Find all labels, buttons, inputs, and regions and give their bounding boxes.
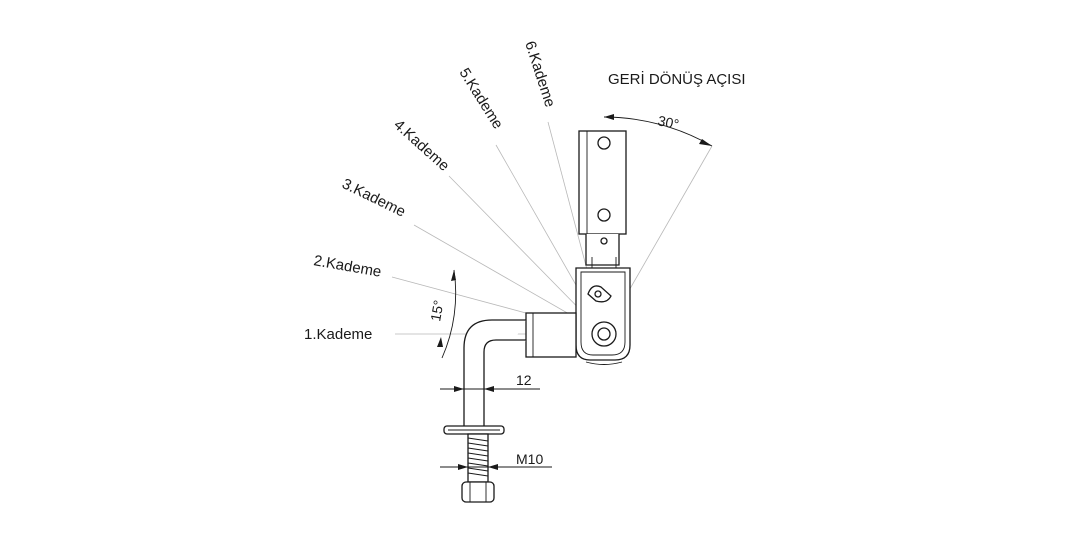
bent-rod	[463, 319, 526, 426]
bolt-nut	[461, 481, 495, 503]
arrowhead	[604, 114, 614, 120]
stage-label-3: 3.Kademe	[339, 175, 408, 220]
rotating-bracket	[578, 130, 627, 268]
arrowhead	[451, 270, 456, 281]
arrowhead	[484, 386, 494, 392]
stage-label-2: 2.Kademe	[312, 252, 382, 281]
bracket-neck	[585, 234, 620, 266]
step-angle-dimension: 15°	[427, 269, 457, 359]
lock-cam-hole	[594, 290, 602, 298]
hinge-housing	[575, 267, 631, 365]
housing-inner	[580, 271, 626, 356]
washer	[443, 425, 505, 435]
rod-diameter-dimension: 12	[440, 372, 540, 392]
thread-lines	[467, 437, 489, 477]
return-angle-value: 30°	[656, 112, 680, 132]
housing-base-edge	[585, 361, 623, 365]
arrowhead	[458, 464, 468, 470]
thread-size-value: M10	[516, 451, 543, 467]
horizontal-arm	[525, 312, 577, 358]
step-angle-value: 15°	[427, 299, 446, 323]
rod-inner	[483, 339, 526, 426]
stage-label-1: 1.Kademe	[304, 326, 372, 343]
pivot-hole	[597, 327, 611, 341]
threaded-bolt	[461, 433, 495, 503]
mounting-hole-middle	[597, 208, 611, 222]
arrowhead	[437, 337, 443, 347]
return-angle-dimension: 30°	[603, 112, 713, 147]
return-angle-title: GERİ DÖNÜŞ AÇISI	[608, 70, 746, 88]
arrowhead	[454, 386, 464, 392]
stage-label-5: 5.Kademe	[456, 65, 507, 132]
stage-label-4: 4.Kademe	[390, 116, 452, 174]
stage-label-6: 6.Kademe	[521, 39, 558, 109]
rod-diameter-value: 12	[516, 372, 532, 388]
mounting-hole-top	[597, 136, 611, 150]
thread-dimension: M10	[440, 451, 552, 470]
arrowhead	[699, 139, 712, 146]
arm-block	[525, 312, 577, 358]
small-hole	[600, 237, 608, 245]
arrowhead	[488, 464, 498, 470]
